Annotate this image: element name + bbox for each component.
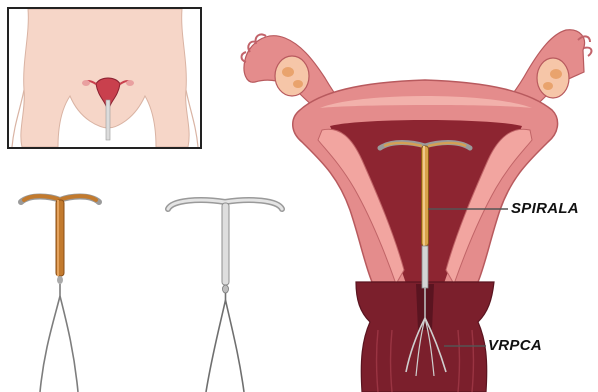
plain-iud: [168, 200, 282, 392]
spirala-label: SPIRALA: [511, 200, 579, 217]
body-inset: [8, 8, 201, 148]
copper-iud: [21, 196, 99, 392]
vrpca-label: VRPCA: [488, 337, 542, 354]
